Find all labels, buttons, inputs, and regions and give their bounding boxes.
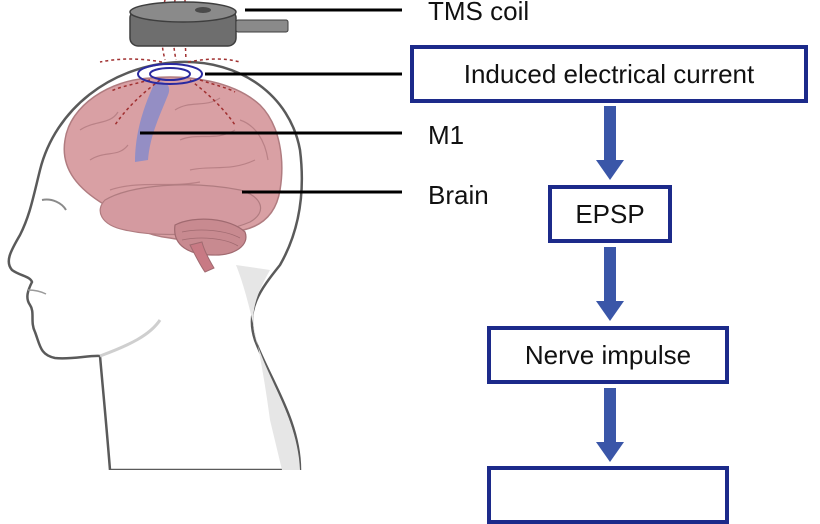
step-label: EPSP bbox=[575, 199, 645, 229]
step-label: Nerve impulse bbox=[524, 340, 692, 370]
label-m1: M1 bbox=[428, 120, 465, 150]
label-tms-coil: TMS coil bbox=[428, 0, 530, 26]
arrow-down-icon bbox=[596, 106, 624, 180]
tms-illustration bbox=[7, 0, 402, 470]
step-induced-current: Induced electrical current bbox=[410, 45, 808, 103]
step-epsp: EPSP bbox=[548, 185, 672, 243]
leader-lines bbox=[140, 8, 402, 194]
step-next-partial bbox=[487, 466, 729, 524]
arrow-down-icon bbox=[596, 388, 624, 462]
step-label: Induced electrical current bbox=[463, 59, 755, 89]
label-brain: Brain bbox=[428, 180, 489, 210]
step-nerve-impulse: Nerve impulse bbox=[487, 326, 729, 384]
arrow-down-icon bbox=[596, 247, 624, 321]
tms-coil-illustration bbox=[129, 1, 289, 47]
m1-region bbox=[135, 81, 170, 162]
induced-current-ring bbox=[137, 63, 203, 85]
